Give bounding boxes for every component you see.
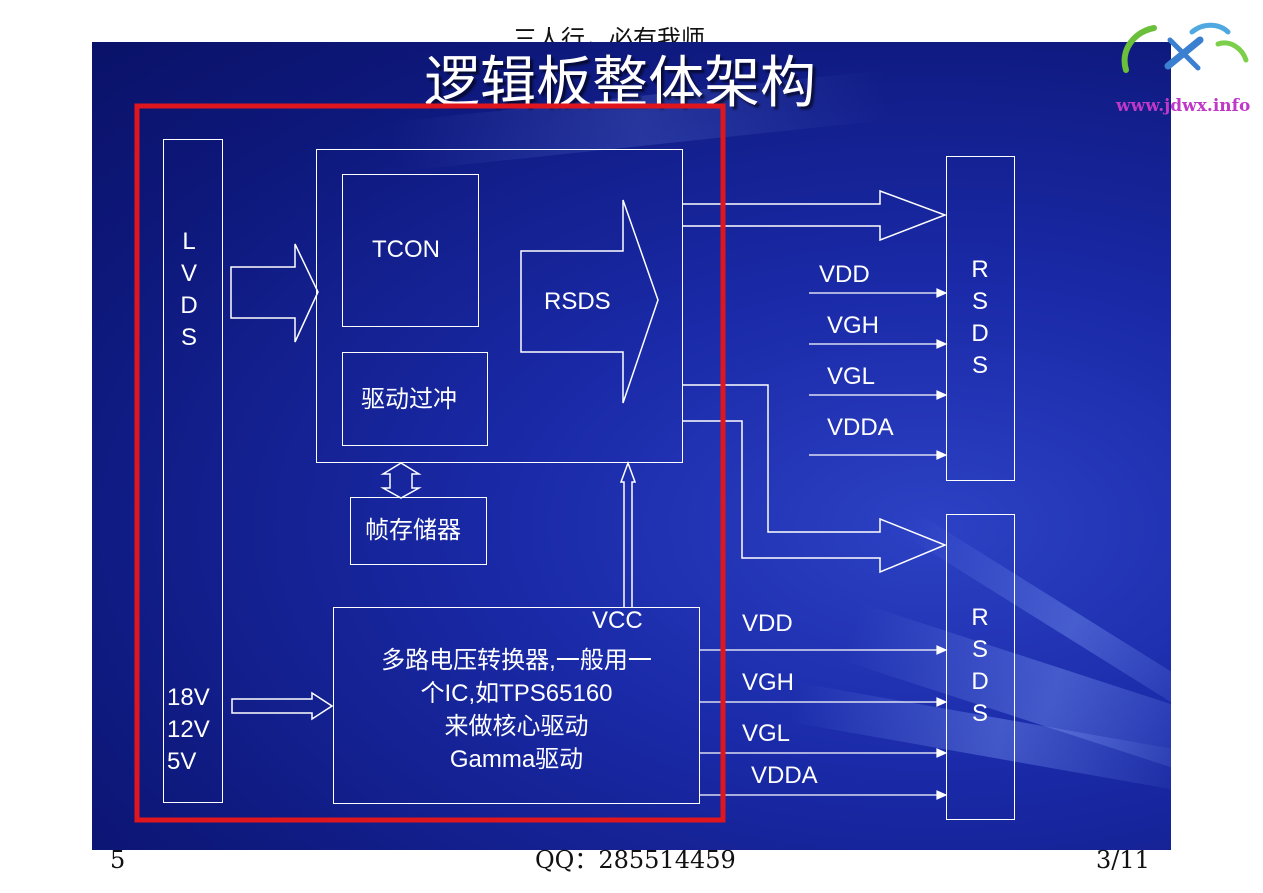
rsds-arrow-label: RSDS xyxy=(544,288,611,315)
lvds-column xyxy=(163,139,223,803)
converter-text: 多路电压转换器,一般用一 个IC,如TPS65160 来做核心驱动 Gamma驱… xyxy=(381,647,652,773)
bottom-signal-vdd: VDD xyxy=(742,610,793,637)
overdrive-box xyxy=(342,352,488,446)
tcon-box xyxy=(342,174,479,327)
converter-block xyxy=(333,607,700,804)
top-signal-vdd: VDD xyxy=(819,261,870,288)
watermark-logo xyxy=(1121,22,1249,73)
lvds-to-logic-arrow xyxy=(230,243,319,343)
connector-lines xyxy=(134,103,948,823)
bottom-signal-vgl: VGL xyxy=(742,720,791,747)
rsds-bottom-box xyxy=(946,514,1015,820)
power-input-arrow xyxy=(231,691,334,721)
rsds-top-label: R S D S xyxy=(971,256,989,379)
highlight-frame xyxy=(134,103,726,823)
bottom-signal-vgh: VGH xyxy=(742,669,795,696)
rsds-top-box xyxy=(946,156,1015,481)
top-output-arrow xyxy=(683,189,948,242)
logic-block xyxy=(316,149,683,463)
top-signal-vgl: VGL xyxy=(827,363,876,390)
footer-right: 3/11 xyxy=(1096,846,1150,874)
top-signal-vdda: VDDA xyxy=(827,414,894,441)
lvds-label: L V D S xyxy=(180,228,198,351)
vcc-up-arrow xyxy=(619,460,637,607)
tcon-label: TCON xyxy=(372,236,440,263)
rsds-bottom-label: R S D S xyxy=(971,604,989,727)
top-signal-vgh: VGH xyxy=(827,312,880,339)
rsds-internal-arrow xyxy=(520,199,659,404)
slide: 逻辑板整体架构 L V D S 18V 12V 5V TCON 驱动过冲 RSD… xyxy=(92,42,1171,850)
power-inputs-label: 18V 12V 5V xyxy=(167,684,210,775)
vcc-label: VCC xyxy=(592,607,643,634)
memory-double-arrow xyxy=(380,462,422,499)
overdrive-label: 驱动过冲 xyxy=(361,386,457,413)
frame-memory-box xyxy=(350,497,487,565)
frame-memory-label: 帧存储器 xyxy=(365,517,461,544)
slide-title: 逻辑板整体架构 xyxy=(424,51,816,116)
footer-left: 5 xyxy=(110,846,126,874)
footer-center: QQ：285514459 xyxy=(535,846,736,874)
bottom-output-arrow xyxy=(683,384,947,574)
bottom-signal-vdda: VDDA xyxy=(751,762,818,789)
watermark-url: www.jdwx.info xyxy=(1116,96,1251,116)
